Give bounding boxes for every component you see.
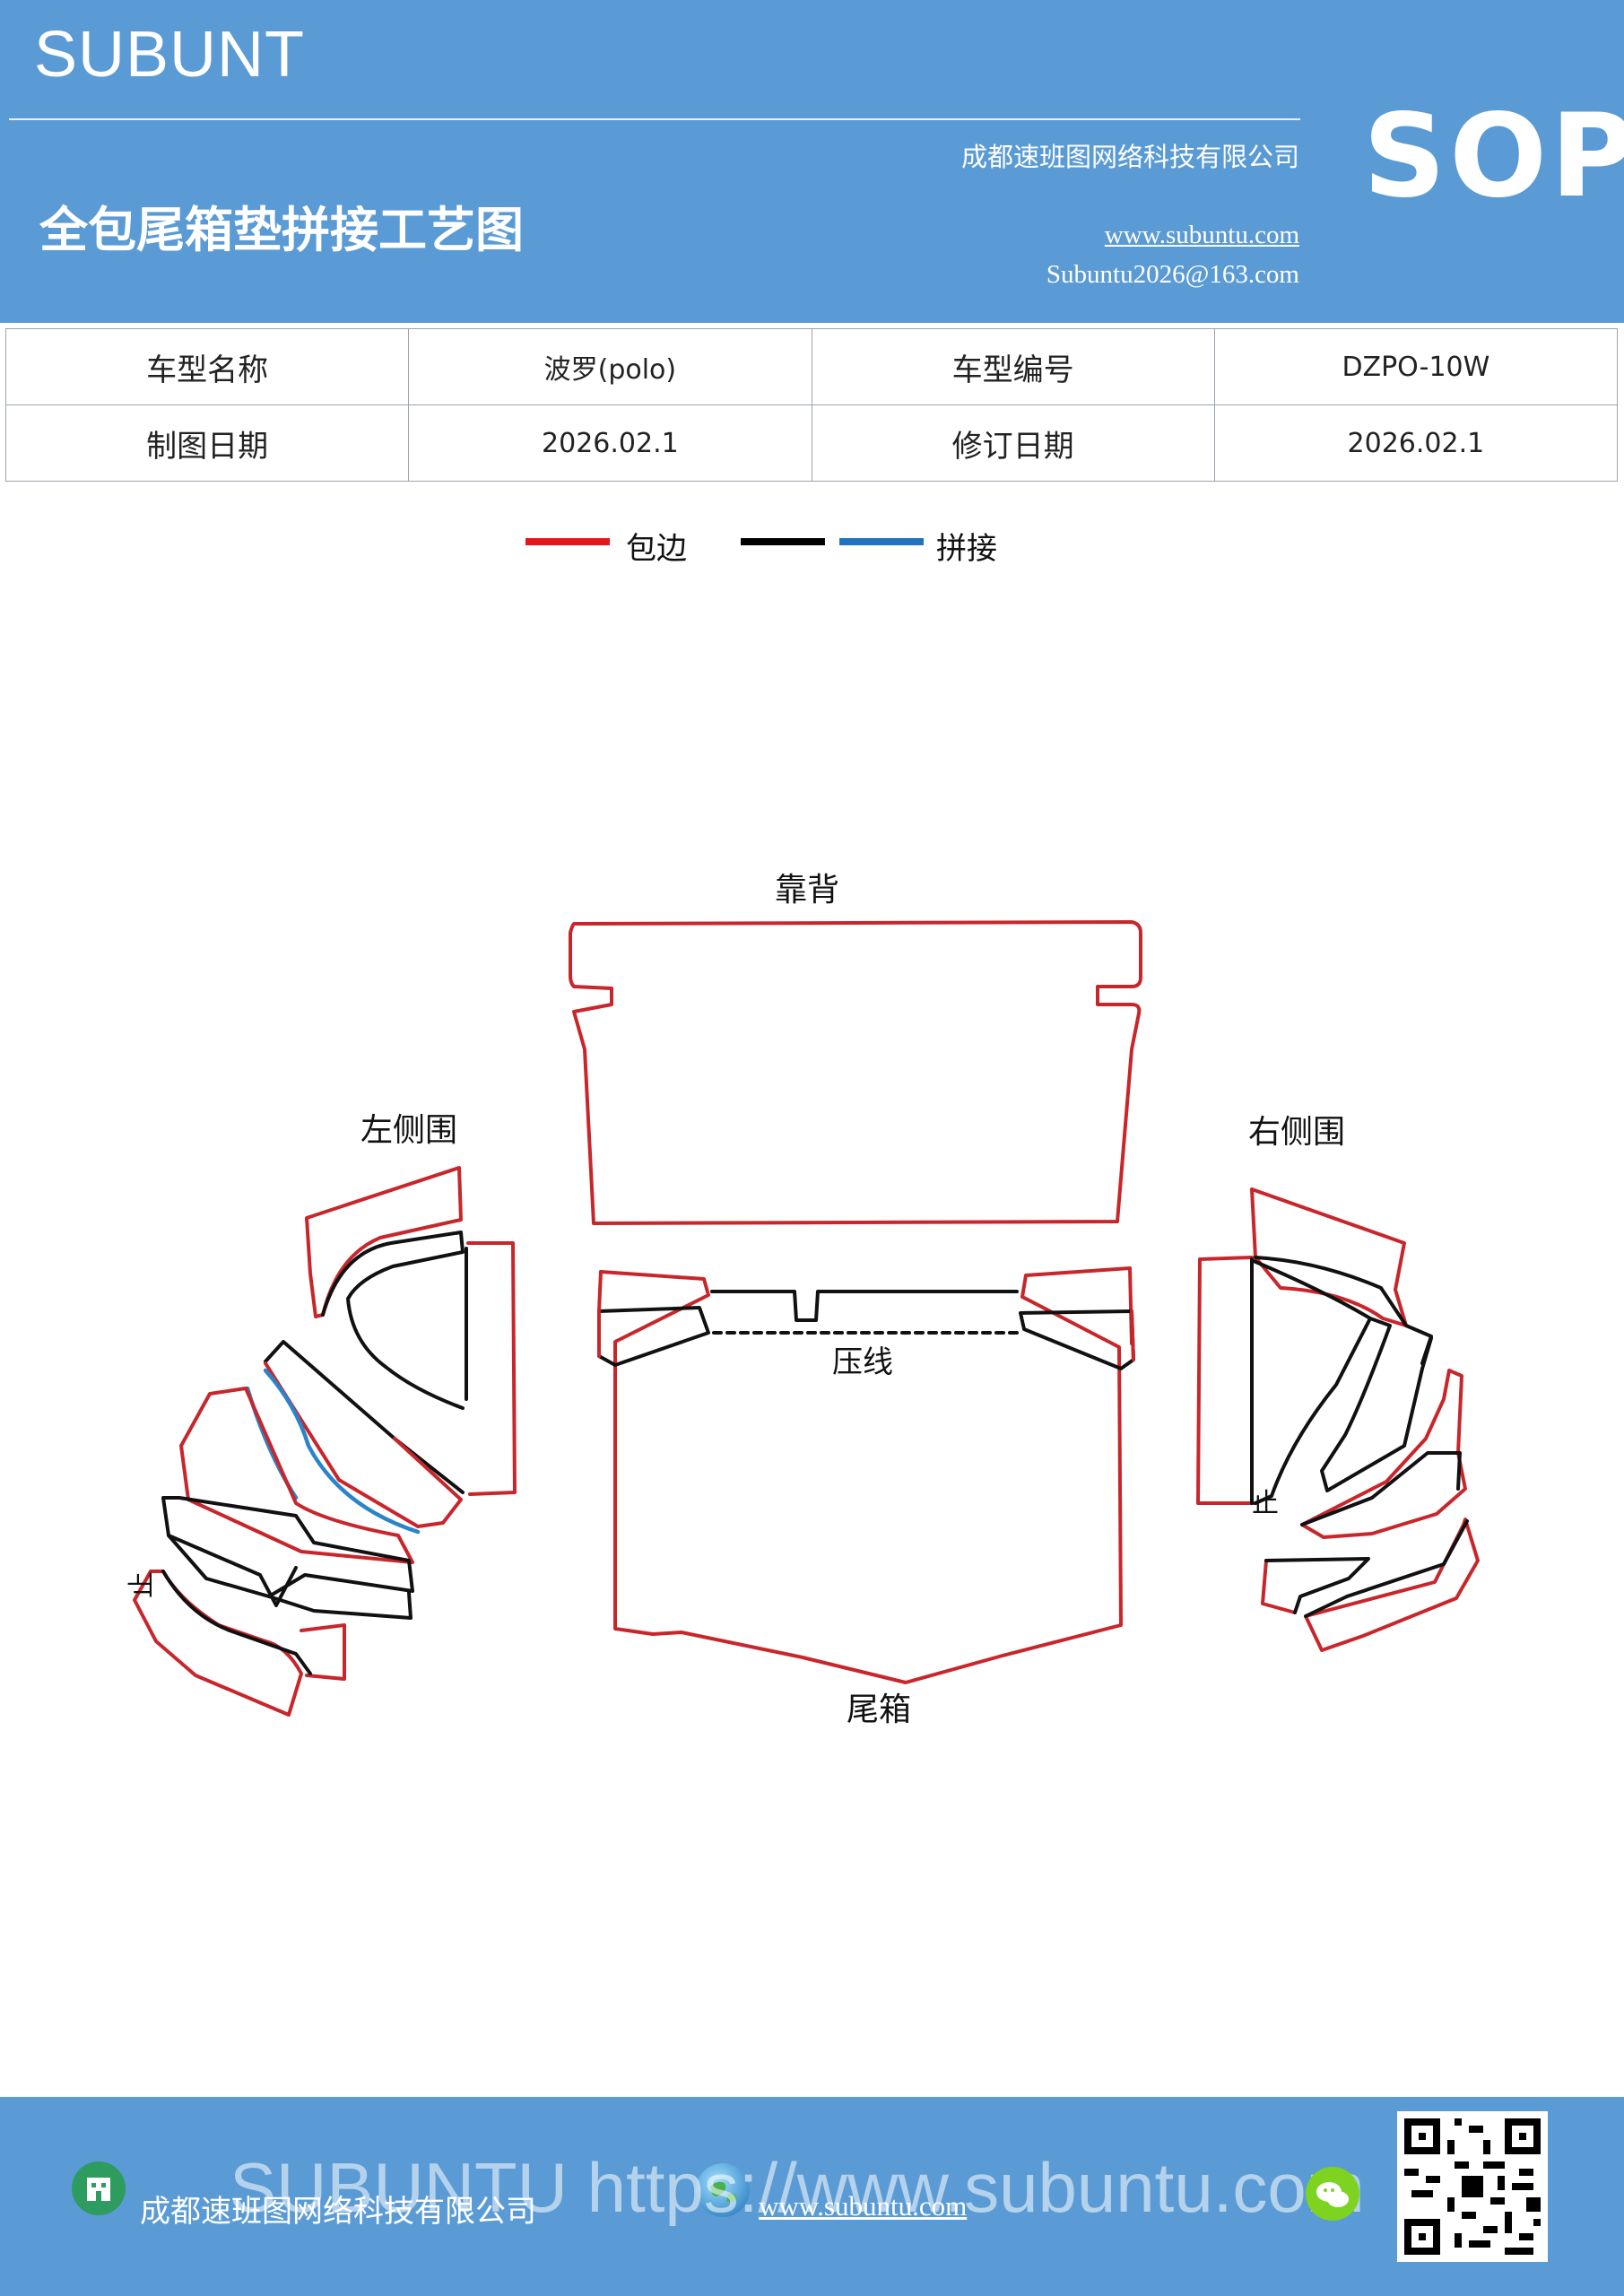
document-title: 全包尾箱垫拼接工艺图 (39, 201, 524, 258)
table-cell: 车型编号 (811, 328, 1215, 405)
footer-company-name: 成都速班图网络科技有限公司 (140, 2194, 536, 2230)
stop-mark-right: 止 (1252, 1488, 1279, 1519)
trunk-top-flap (710, 1290, 1019, 1322)
right-panel-strip (1196, 1256, 1255, 1505)
table-cell: 修订日期 (811, 404, 1215, 482)
left-panel-upper-inner (321, 1231, 465, 1410)
table-cell: 制图日期 (4, 404, 410, 482)
left-panel-bottom-inner (161, 1570, 312, 1675)
table-cell: DZPO-10W (1213, 328, 1619, 405)
right-panel-bottom (1261, 1559, 1297, 1614)
website-link[interactable]: www.subuntu.com (1104, 221, 1299, 249)
table-row: 车型名称 波罗(polo) 车型编号 DZPO-10W (4, 328, 1619, 405)
table-row: 制图日期 2026.02.1 修订日期 2026.02.1 (4, 404, 1619, 482)
vehicle-info-table: 车型名称 波罗(polo) 车型编号 DZPO-10W 制图日期 2026.02… (4, 328, 1619, 482)
right-panel-lower-outline (1300, 1369, 1467, 1539)
legend-swatch-black (741, 538, 825, 545)
right-panel-bottom-flap-inner (1304, 1519, 1469, 1618)
email-address[interactable]: Subuntu2026@163.com (1046, 260, 1299, 289)
qr-code[interactable] (1397, 2111, 1548, 2262)
left-panel-lower-outline (179, 1387, 414, 1564)
table-cell: 波罗(polo) (408, 328, 812, 405)
watermark-text: SUBUNTU https://www.subuntu.com (230, 2148, 1365, 2227)
table-cell: 车型名称 (4, 328, 410, 405)
label-trunk: 尾箱 (847, 1692, 911, 1728)
label-left-panel: 左侧围 (360, 1112, 457, 1149)
table-cell: 2026.02.1 (408, 404, 812, 482)
left-panel-side-strip (466, 1241, 517, 1496)
legend-swatch-edge (525, 538, 610, 545)
legend-swatch-splice (839, 538, 924, 545)
label-backrest: 靠背 (775, 872, 839, 909)
table-cell: 2026.02.1 (1213, 404, 1619, 482)
sop-label: SOP (1363, 90, 1624, 223)
label-crease: 压线 (832, 1344, 893, 1380)
stop-mark-left: 止 (126, 1571, 158, 1598)
building-icon (72, 2161, 126, 2215)
legend: 包边 拼接 (0, 520, 1624, 574)
trunk-right-edge (1130, 1309, 1135, 1361)
footer-website-link[interactable]: www.subuntu.com (759, 2190, 968, 2222)
left-panel-flap (167, 1534, 413, 1620)
right-panel-upper-outline (1250, 1187, 1408, 1327)
left-panel-splice (263, 1368, 421, 1535)
right-panel-lower-inner (1300, 1451, 1462, 1526)
left-panel-mid-edge (264, 1361, 463, 1528)
left-panel-mid-outline (264, 1340, 465, 1494)
left-panel-lower-inner (161, 1496, 414, 1598)
label-right-panel: 右侧围 (1248, 1114, 1345, 1151)
globe-icon (696, 2163, 750, 2217)
header-banner: SUBUNT 全包尾箱垫拼接工艺图 成都速班图网络科技有限公司 www.subu… (0, 0, 1624, 323)
legend-label-splice: 拼接 (936, 531, 997, 567)
backrest-piece-outline (569, 920, 1142, 1225)
trunk-floor-outline (599, 1266, 1133, 1684)
right-panel-mid (1252, 1259, 1433, 1505)
wechat-icon (1306, 2167, 1359, 2221)
trunk-right-wing (1019, 1309, 1135, 1370)
company-name: 成都速班图网络科技有限公司 (960, 142, 1299, 172)
brand-logo-text: SUBUNT (34, 19, 306, 91)
legend-label-edge: 包边 (626, 531, 687, 567)
header-divider (9, 118, 1300, 120)
trunk-left-edge (597, 1270, 603, 1358)
footer-banner: 成都速班图网络科技有限公司 www.subuntu.com SUBUNTU ht… (0, 2097, 1624, 2296)
right-panel-upper-inner (1254, 1256, 1433, 1365)
left-panel-bottom-extension (300, 1623, 346, 1681)
right-panel-bottom-inner (1264, 1557, 1370, 1614)
